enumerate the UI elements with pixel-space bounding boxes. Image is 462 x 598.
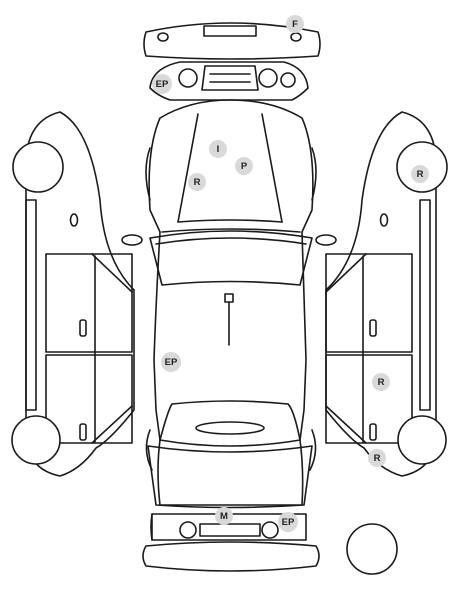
marker-label: EP bbox=[156, 79, 169, 90]
marker-label: F bbox=[292, 19, 298, 30]
right-side-view[interactable] bbox=[325, 111, 448, 477]
marker-circle bbox=[372, 373, 390, 391]
marker-label: R bbox=[194, 177, 201, 188]
marker-circle bbox=[161, 352, 181, 372]
damage-marker-windshield-i[interactable]: I bbox=[209, 140, 227, 158]
damage-marker-front-lights-ep[interactable]: EP bbox=[152, 74, 172, 94]
marker-label: EP bbox=[165, 357, 178, 368]
marker-circle bbox=[215, 507, 233, 525]
marker-circle bbox=[286, 15, 304, 33]
damage-marker-windshield-r[interactable]: R bbox=[188, 173, 206, 191]
damage-marker-front-bumper-f[interactable]: F bbox=[286, 15, 304, 33]
marker-label: R bbox=[378, 377, 385, 388]
damage-marker-windshield-p[interactable]: P bbox=[235, 157, 253, 175]
marker-label: I bbox=[217, 144, 220, 155]
rear-bumper[interactable] bbox=[142, 541, 320, 572]
front-fascia[interactable] bbox=[149, 61, 309, 101]
damage-marker-roof-ep[interactable]: EP bbox=[161, 352, 181, 372]
top-view-body[interactable] bbox=[121, 99, 337, 509]
marker-circle bbox=[278, 512, 298, 532]
left-side-view[interactable] bbox=[11, 111, 135, 477]
damage-marker-rear-m[interactable]: M bbox=[215, 507, 233, 525]
markers-layer: F EP I P R R EP R R M EP bbox=[152, 15, 429, 532]
damage-marker-rear-lights-ep[interactable]: EP bbox=[278, 512, 298, 532]
marker-circle bbox=[411, 165, 429, 183]
spare-tire[interactable] bbox=[346, 523, 398, 575]
damage-marker-right-front-wheel-r[interactable]: R bbox=[411, 165, 429, 183]
marker-label: R bbox=[417, 169, 424, 180]
damage-marker-right-rear-door-r[interactable]: R bbox=[372, 373, 390, 391]
marker-label: P bbox=[241, 161, 248, 172]
marker-circle bbox=[368, 449, 386, 467]
marker-circle bbox=[235, 157, 253, 175]
marker-circle bbox=[188, 173, 206, 191]
marker-circle bbox=[152, 74, 172, 94]
damage-marker-right-rear-wheel-r[interactable]: R bbox=[368, 449, 386, 467]
marker-circle bbox=[209, 140, 227, 158]
marker-label: EP bbox=[282, 517, 295, 528]
rear-fascia[interactable] bbox=[150, 513, 307, 541]
front-bumper[interactable] bbox=[143, 22, 321, 60]
marker-label: R bbox=[374, 453, 381, 464]
marker-label: M bbox=[220, 511, 228, 522]
